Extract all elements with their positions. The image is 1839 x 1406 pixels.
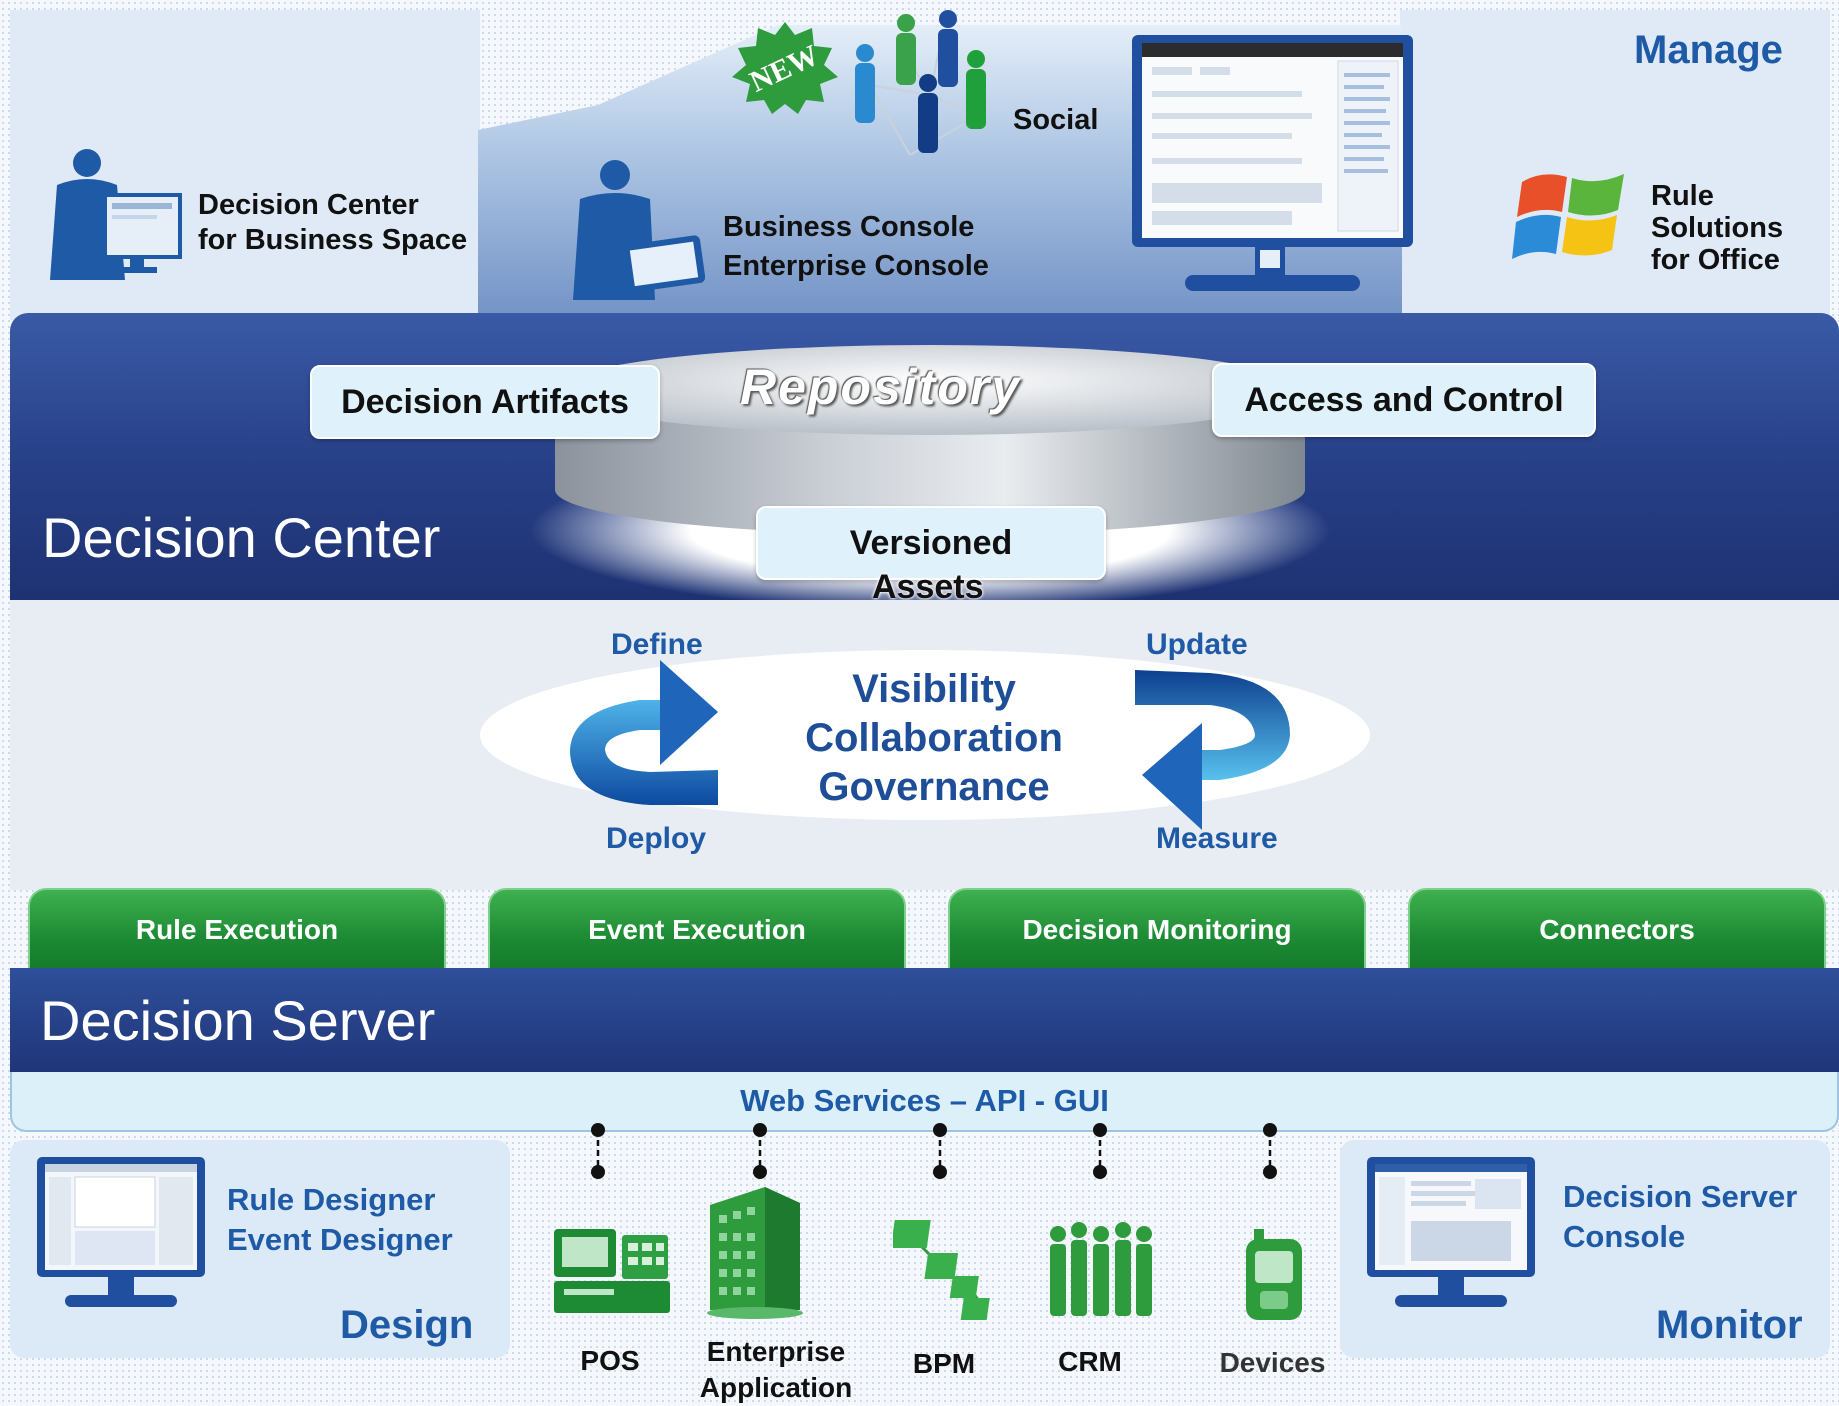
define-deploy-arrow-icon (570, 660, 718, 805)
event-designer-label: Event Designer (227, 1222, 453, 1257)
mobile-device-icon (1246, 1229, 1302, 1320)
social-label: Social (1013, 104, 1099, 136)
connector-pins (591, 1123, 1277, 1179)
enterprise-line-1: Enterprise (706, 1336, 846, 1367)
decision-artifacts-box: Decision Artifacts (310, 365, 660, 439)
governance-center-text: Visibility Collaboration Governance (754, 665, 1114, 812)
update-measure-arrow-icon (1135, 670, 1290, 830)
manage-right-background (1400, 10, 1830, 320)
rule-solutions-office-label: Rule Solutions for Office (1651, 180, 1783, 276)
devices-label: Devices (1219, 1347, 1326, 1378)
pos-label: POS (580, 1345, 640, 1376)
rso-line-2: Solutions (1651, 212, 1784, 244)
event-execution-tab: Event Execution (488, 888, 906, 970)
tablet-user-icon (573, 160, 705, 300)
consoles-label: Business Console Enterprise Console (723, 208, 989, 286)
rso-line-3: for Office (1651, 244, 1780, 276)
pos-terminal-icon (554, 1229, 670, 1313)
crm-people-icon (1050, 1222, 1152, 1316)
versioned-assets-box: Versioned (756, 506, 1106, 580)
business-console-screenshot-icon (1132, 35, 1413, 291)
social-network-icon (855, 10, 986, 156)
update-label: Update (1146, 628, 1248, 661)
enterprise-line-2: Application (699, 1372, 853, 1403)
dcbs-line-1: Decision Center (198, 189, 419, 221)
versioned-assets-second-line: Assets (872, 568, 984, 606)
define-label: Define (611, 628, 703, 661)
deploy-label: Deploy (606, 822, 707, 855)
enterprise-building-icon (707, 1187, 803, 1319)
monitor-region-label: Monitor (1656, 1303, 1803, 1347)
rule-designer-label: Rule Designer (227, 1182, 436, 1217)
design-region-label: Design (340, 1303, 474, 1347)
access-control-box: Access and Control (1212, 363, 1596, 437)
business-console-label: Business Console (723, 211, 975, 243)
governance-label: Governance (818, 765, 1050, 809)
decision-center-business-space-label: Decision Center for Business Space (198, 188, 467, 258)
decision-server-band (10, 968, 1839, 1073)
decision-server-console-line-2: Console (1563, 1219, 1686, 1254)
manage-region-label: Manage (1634, 28, 1783, 72)
office-windows-logo-icon (1512, 174, 1624, 259)
decision-server-console-line-1: Decision Server (1563, 1179, 1798, 1214)
dcbs-line-2: for Business Space (198, 224, 468, 256)
decision-monitoring-tab: Decision Monitoring (948, 888, 1366, 970)
bpm-process-icon (893, 1220, 990, 1320)
business-user-icon (50, 149, 182, 280)
decision-server-console-screenshot-icon (1367, 1157, 1535, 1307)
measure-label: Measure (1156, 822, 1278, 855)
repository-title: Repository (740, 359, 1022, 415)
bpm-label: BPM (912, 1348, 976, 1379)
monitor-tools-label: Decision Server Console (1563, 1177, 1797, 1257)
crm-label: CRM (1058, 1346, 1122, 1377)
new-badge-icon: NEW (732, 22, 838, 114)
rso-line-1: Rule (1651, 180, 1714, 212)
decision-center-title: Decision Center (42, 506, 441, 569)
decision-server-title: Decision Server (40, 989, 436, 1052)
enterprise-console-label: Enterprise Console (723, 250, 989, 282)
web-services-bar: Web Services – API - GUI (10, 1072, 1839, 1132)
visibility-label: Visibility (852, 667, 1016, 711)
design-tools-label: Rule Designer Event Designer (227, 1180, 453, 1260)
enterprise-application-label: Enterprise Application (686, 1334, 866, 1406)
rule-designer-screenshot-icon (37, 1157, 205, 1307)
rule-execution-tab: Rule Execution (28, 888, 446, 970)
collaboration-label: Collaboration (805, 716, 1063, 760)
connectors-tab: Connectors (1408, 888, 1826, 970)
